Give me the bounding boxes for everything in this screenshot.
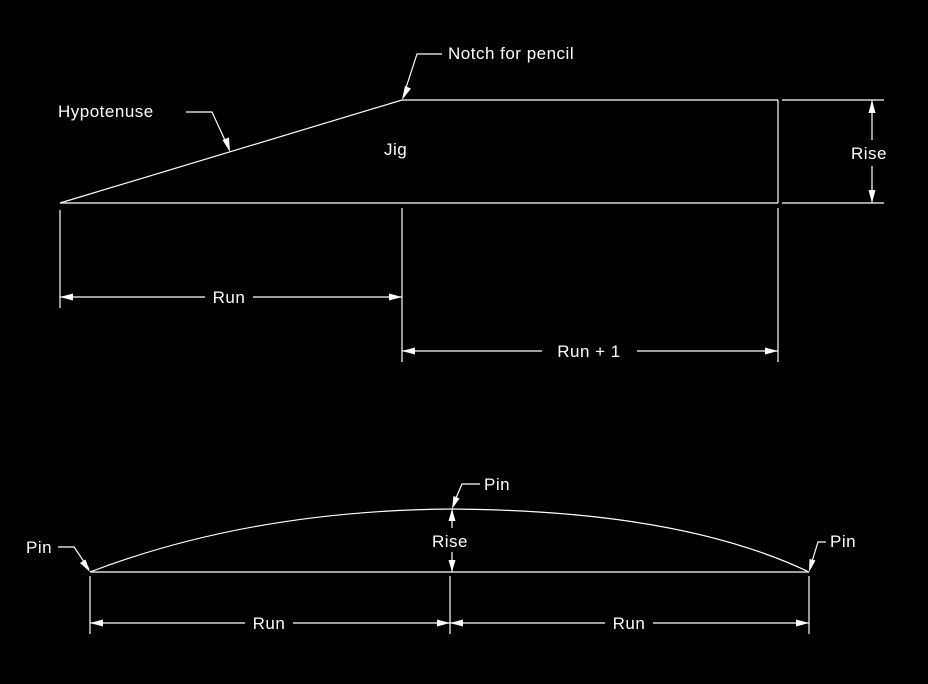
notch-callout: Notch for pencil — [402, 44, 574, 100]
arc-rise-dimension: Rise — [432, 509, 468, 572]
pin-top-label: Pin — [484, 475, 510, 494]
pin-top-arrow — [452, 496, 460, 509]
notch-label: Notch for pencil — [448, 44, 574, 63]
hypotenuse-leader — [186, 111, 230, 150]
run-plus-one-dimension: Run + 1 — [402, 342, 778, 361]
arc-rise-arrow-up — [448, 509, 456, 521]
arc-run-right-label: Run — [613, 614, 646, 633]
pin-right-leader — [809, 541, 826, 569]
arc-run-right-dimension: Run — [450, 614, 809, 633]
pin-left-label: Pin — [26, 538, 52, 557]
arc-rise-label: Rise — [432, 532, 468, 551]
hypotenuse-label: Hypotenuse — [58, 102, 154, 121]
run-arrow-right — [389, 293, 402, 301]
rise-arrow-down — [868, 190, 876, 203]
pin-top-callout: Pin — [452, 475, 510, 509]
notch-leader — [402, 53, 442, 98]
arc-run-left-arrow-right — [437, 619, 450, 627]
pin-right-arrow — [809, 559, 816, 572]
arc-run-left-arrow-left — [90, 619, 103, 627]
run-plus-arrow-left — [402, 347, 415, 355]
pin-left-arrow — [80, 559, 90, 572]
run-plus-label: Run + 1 — [557, 342, 621, 361]
arc-rise-arrow-down — [448, 560, 456, 572]
rise-label: Rise — [851, 144, 887, 163]
arc-run-right-arrow-right — [796, 619, 809, 627]
arc-drawing: Rise Pin Pin Pin Run — [26, 475, 856, 634]
pin-right-label: Pin — [830, 532, 856, 551]
arc-run-left-dimension: Run — [90, 614, 450, 633]
run-arrow-left — [60, 293, 73, 301]
arc-run-right-arrow-left — [450, 619, 463, 627]
jig-label: Jig — [384, 140, 407, 159]
rise-arrow-up — [868, 100, 876, 113]
run-dimension: Run — [60, 288, 402, 307]
notch-leader-arrow — [402, 86, 411, 100]
hypotenuse-leader-arrow — [222, 137, 230, 152]
run-label: Run — [213, 288, 246, 307]
pin-right-callout: Pin — [809, 532, 856, 572]
run-plus-arrow-right — [765, 347, 778, 355]
jig-hypotenuse-edge — [59, 99, 403, 204]
jig-drawing: Rise Jig Hypotenuse Notch for pencil Run — [58, 44, 887, 362]
pin-left-callout: Pin — [26, 538, 90, 572]
arc-run-left-label: Run — [253, 614, 286, 633]
hypotenuse-callout: Hypotenuse — [58, 102, 230, 152]
rise-dimension: Rise — [851, 100, 887, 203]
